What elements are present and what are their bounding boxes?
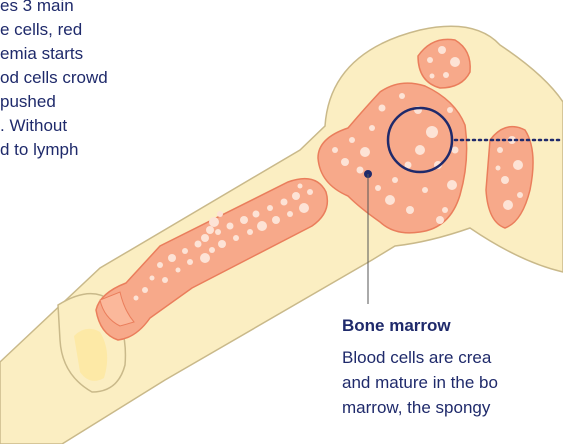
bone-marrow-description: Blood cells are crea and mature in the b…: [342, 345, 563, 420]
bone-marrow-title: Bone marrow: [342, 316, 451, 336]
intro-paragraph: es 3 main e cells, red emia starts od ce…: [0, 0, 170, 162]
